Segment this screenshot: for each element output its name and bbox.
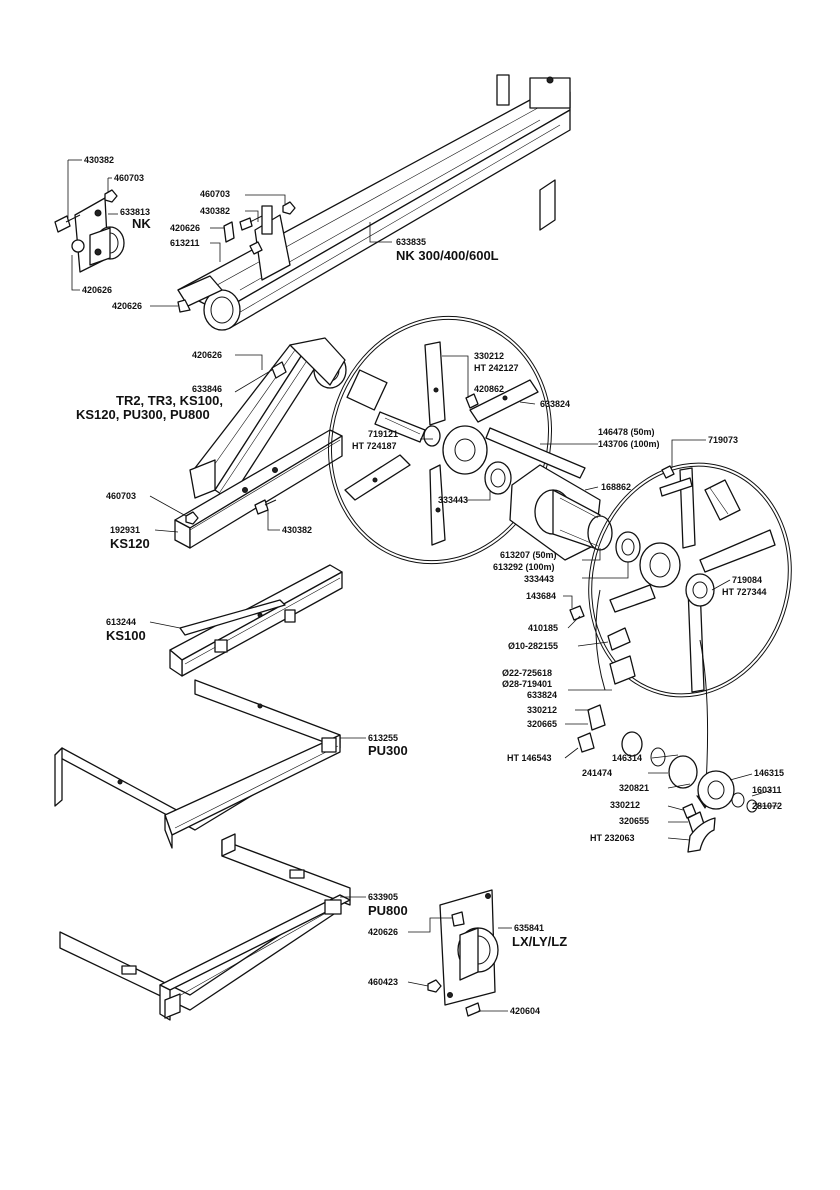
label-460423: 460423 (368, 977, 398, 987)
nk-bracket-633813 (71, 197, 125, 273)
label-ht727344: HT 727344 (722, 587, 767, 597)
axle-assembly (346, 369, 586, 495)
reel-wheel-left-633824 (327, 315, 553, 565)
tr-arm-frame-633846 (174, 337, 347, 549)
label-160311: 160311 (752, 785, 782, 795)
leader-lines (67, 159, 778, 1012)
lx-bracket-635841 (427, 889, 499, 1017)
label-282155: Ø10-282155 (508, 641, 558, 651)
label-410185: 410185 (528, 623, 558, 633)
label-430382-a: 430382 (84, 155, 114, 165)
label-633835: 633835 (396, 237, 426, 247)
label-nk: NK (132, 216, 151, 231)
nk-fasteners (54, 189, 296, 255)
label-281072: 281072 (752, 801, 782, 811)
label-613207: 613207 (50m) (500, 550, 557, 560)
label-320665: 320665 (527, 719, 557, 729)
hose-clamps (569, 605, 636, 685)
label-192931: 192931 (110, 525, 140, 535)
label-146314: 146314 (612, 753, 642, 763)
label-146478: 146478 (50m) (598, 427, 655, 437)
label-ht724187: HT 724187 (352, 441, 397, 451)
label-430382-c: 430382 (282, 525, 312, 535)
label-719073: 719073 (708, 435, 738, 445)
label-460703-a: 460703 (114, 173, 144, 183)
label-320821: 320821 (619, 783, 649, 793)
label-143684: 143684 (526, 591, 556, 601)
ks100-frame-613244 (169, 564, 343, 677)
label-330212-b: 330212 (527, 705, 557, 715)
label-ks120: KS120 (110, 536, 150, 551)
label-633813: 633813 (120, 207, 150, 217)
label-420626-d: 420626 (192, 350, 222, 360)
label-719121: 719121 (368, 429, 398, 439)
label-430382-b: 430382 (200, 206, 230, 216)
label-613211: 613211 (170, 238, 200, 248)
label-719084: 719084 (732, 575, 762, 585)
label-613292: 613292 (100m) (493, 562, 555, 572)
label-635841: 635841 (514, 923, 544, 933)
label-333443-a: 333443 (438, 495, 468, 505)
label-633824-a: 633824 (540, 399, 570, 409)
label-pu300: PU300 (368, 743, 408, 758)
center-drum-168862 (509, 464, 641, 563)
label-pu800: PU800 (368, 903, 408, 918)
label-613244: 613244 (106, 617, 136, 627)
reel-wheel-right-633824 (588, 462, 792, 698)
label-460703-b: 460703 (200, 189, 230, 199)
part-labels: 430382 460703 633813 NK 420626 460703 43… (76, 155, 784, 1016)
pu300-frame-613255 (54, 679, 341, 849)
label-330212-c: 330212 (610, 800, 640, 810)
label-168862: 168862 (601, 482, 631, 492)
label-420604: 420604 (510, 1006, 540, 1016)
swivel-coupling-parts (577, 704, 758, 853)
label-143706: 143706 (100m) (598, 439, 660, 449)
label-320655: 320655 (619, 816, 649, 826)
label-420626-a: 420626 (82, 285, 112, 295)
label-420626-c: 420626 (112, 301, 142, 311)
label-ht232063: HT 232063 (590, 833, 635, 843)
label-ht242127: HT 242127 (474, 363, 519, 373)
label-613255: 613255 (368, 733, 398, 743)
label-633824-b: 633824 (527, 690, 557, 700)
label-330212-a: 330212 (474, 351, 504, 361)
label-lx-models: LX/LY/LZ (512, 934, 567, 949)
pu800-frame-633905 (59, 833, 351, 1021)
label-nk-models: NK 300/400/600L (396, 248, 499, 263)
label-719401: Ø28-719401 (502, 679, 552, 689)
label-146315: 146315 (754, 768, 784, 778)
label-ht146543: HT 146543 (507, 753, 552, 763)
beam-end-clamp (177, 275, 241, 331)
label-333443-b: 333443 (524, 574, 554, 584)
label-725618: Ø22-725618 (502, 668, 552, 678)
label-633905: 633905 (368, 892, 398, 902)
label-tr-models-2: KS120, PU300, PU800 (76, 407, 210, 422)
label-420626-e: 420626 (368, 927, 398, 937)
label-241474: 241474 (582, 768, 612, 778)
label-tr-models-1: TR2, TR3, KS100, (116, 393, 223, 408)
label-ks100: KS100 (106, 628, 146, 643)
label-460703-c: 460703 (106, 491, 136, 501)
main-frame-beam-633835 (177, 74, 571, 329)
label-420862: 420862 (474, 384, 504, 394)
label-420626-b: 420626 (170, 223, 200, 233)
label-633846: 633846 (192, 384, 222, 394)
